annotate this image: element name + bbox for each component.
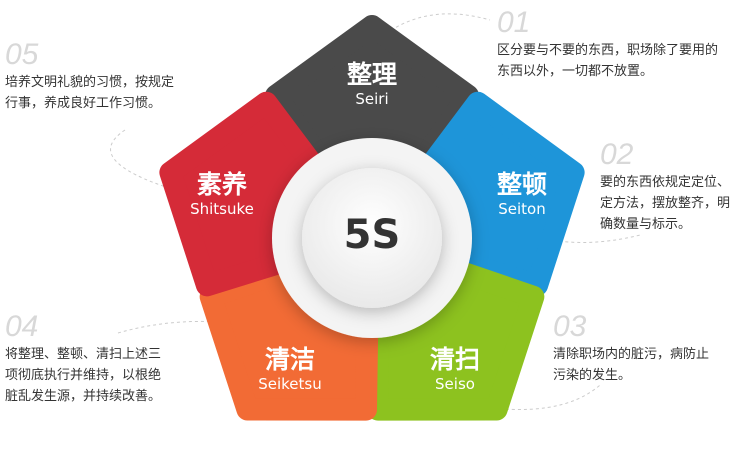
- description-line: 脏乱发生源，并持续改善。: [5, 389, 162, 404]
- description-line: 清除职场内的脏污，病防止: [553, 347, 710, 362]
- segment-title: 清洁: [264, 345, 315, 374]
- center-label: 5S: [343, 212, 401, 258]
- connector-line: [110, 129, 176, 191]
- step-number: 03: [553, 310, 587, 343]
- description-line: 区分要与不要的东西，职场除了要用的: [497, 43, 719, 58]
- segment-subtitle: Seiri: [355, 90, 389, 108]
- segment-title: 整顿: [496, 170, 547, 199]
- step-description: 区分要与不要的东西，职场除了要用的东西以外，一切都不放置。: [497, 40, 718, 82]
- description-line: 行事，养成良好工作习惯。: [5, 96, 162, 111]
- step-description: 要的东西依规定定位、定方法，摆放整齐，明确数量与标示。: [600, 172, 730, 235]
- step-description: 清除职场内的脏污，病防止污染的发生。: [553, 344, 709, 386]
- step-description: 将整理、整顿、清扫上述三项彻底执行并维持，以根绝脏乱发生源，并持续改善。: [5, 344, 161, 407]
- step-number: 04: [5, 310, 39, 343]
- segment-title: 整理: [346, 60, 397, 89]
- step-description: 培养文明礼貌的习惯，按规定行事，养成良好工作习惯。: [5, 72, 174, 114]
- description-line: 培养文明礼貌的习惯，按规定: [5, 75, 175, 90]
- description-line: 定方法，摆放整齐，明: [600, 196, 731, 211]
- description-line: 确数量与标示。: [600, 217, 692, 232]
- segment-title: 清扫: [429, 345, 480, 374]
- description-line: 东西以外，一切都不放置。: [497, 64, 654, 79]
- segment-subtitle: Seiso: [435, 375, 475, 393]
- segment-subtitle: Seiton: [498, 200, 546, 218]
- step-number: 05: [5, 38, 39, 71]
- connector-line: [529, 234, 641, 243]
- segment-subtitle: Shitsuke: [190, 200, 254, 218]
- description-line: 要的东西依规定定位、: [600, 175, 731, 190]
- center-circle: [302, 168, 442, 308]
- description-line: 将整理、整顿、清扫上述三: [5, 347, 162, 362]
- connector-line: [117, 320, 251, 334]
- segment-subtitle: Seiketsu: [258, 375, 322, 393]
- segment-title: 素养: [196, 170, 247, 199]
- step-number: 02: [600, 138, 634, 171]
- description-line: 项彻底执行并维持，以根绝: [5, 368, 162, 383]
- step-number: 01: [497, 6, 531, 39]
- description-line: 污染的发生。: [553, 368, 632, 383]
